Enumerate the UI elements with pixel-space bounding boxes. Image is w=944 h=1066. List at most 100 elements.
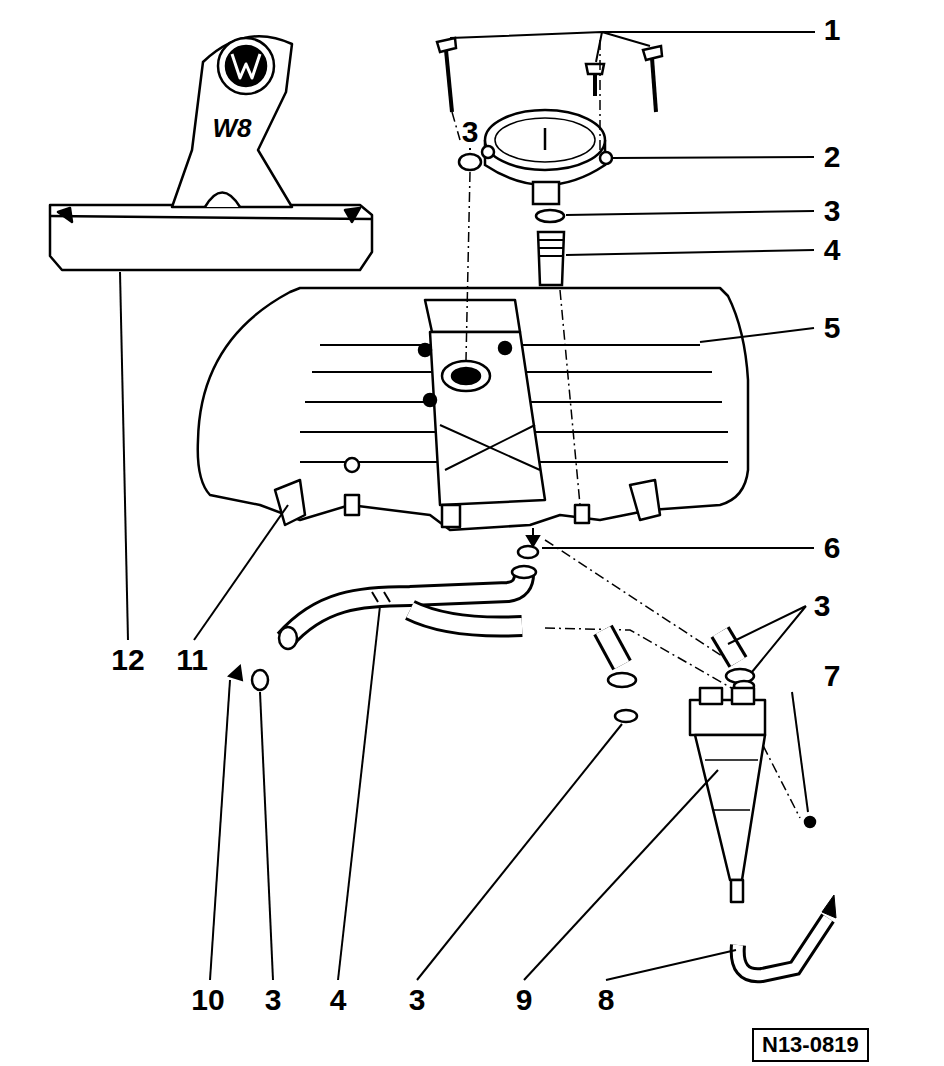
hoses-shape xyxy=(410,610,522,627)
intake-manifold-shape xyxy=(499,342,511,354)
callout-number: 3 xyxy=(814,591,831,621)
intake-manifold-shape xyxy=(425,300,520,332)
leader-lines-shape xyxy=(700,328,814,342)
leader-lines-shape xyxy=(120,272,128,640)
bolts xyxy=(437,38,662,112)
centre-lines-shape xyxy=(599,40,601,150)
bolts-shape xyxy=(652,58,656,112)
bolts-shape xyxy=(446,50,452,112)
leader-lines-shape xyxy=(566,211,814,215)
callout-number: 1 xyxy=(824,15,841,45)
leader-lines-shape xyxy=(524,770,718,980)
seals-shape xyxy=(518,546,538,558)
leader-lines-shape xyxy=(792,692,808,812)
leader-lines-shape xyxy=(338,606,380,980)
separator-part-shape xyxy=(695,735,765,880)
bolts-shape xyxy=(593,74,597,96)
leader-lines-shape xyxy=(469,148,471,150)
callout-number: 4 xyxy=(824,235,841,265)
throttle-part-shape xyxy=(538,232,564,285)
callout-number: 6 xyxy=(824,533,841,563)
throttle-part-shape xyxy=(485,110,605,170)
intake-manifold xyxy=(198,288,748,530)
leader-lines-shape xyxy=(194,505,288,640)
throttle-part-shape xyxy=(544,128,547,150)
leader-lines-shape xyxy=(612,157,814,158)
callout-number: 10 xyxy=(191,985,224,1015)
cover-part xyxy=(50,36,372,270)
callout-number: 12 xyxy=(111,645,144,675)
hoses-shape xyxy=(603,630,622,665)
separator-part-shape xyxy=(731,880,743,902)
throttle-part-shape xyxy=(482,146,494,158)
throttle-part xyxy=(459,110,612,285)
bolts-shape xyxy=(586,64,604,74)
leader-lines xyxy=(120,32,815,980)
hoses-shape xyxy=(603,630,622,665)
callout-number: 11 xyxy=(176,645,208,675)
hoses xyxy=(279,566,836,975)
leader-lines-shape xyxy=(417,724,622,980)
leader-lines-shape xyxy=(210,680,230,980)
figure-number: N13-0819 xyxy=(762,1034,859,1056)
hoses-shape xyxy=(372,592,390,602)
intake-manifold-shape xyxy=(198,288,748,530)
cover-part-shape xyxy=(205,193,240,208)
throttle-part-shape xyxy=(533,182,559,204)
arrows-shape xyxy=(229,666,242,680)
hoses-shape xyxy=(720,632,738,662)
centre-lines-shape xyxy=(560,290,580,505)
intake-manifold-shape xyxy=(345,458,359,472)
cover-part-shape xyxy=(50,216,372,219)
separator-part-shape xyxy=(705,760,758,810)
seals xyxy=(252,546,754,722)
seals-shape xyxy=(608,673,636,687)
centre-lines-shape xyxy=(452,112,460,140)
seals-shape xyxy=(252,670,268,690)
callout-number: 3 xyxy=(265,985,282,1015)
intake-manifold-shape xyxy=(442,361,490,391)
leader-lines-shape xyxy=(542,547,814,549)
separator-part-shape xyxy=(805,817,815,827)
arrows-shape xyxy=(527,536,539,546)
intake-manifold-shape xyxy=(440,425,540,470)
separator-part-shape xyxy=(732,688,754,704)
callout-number: 2 xyxy=(824,142,841,172)
leader-lines-shape xyxy=(566,250,814,255)
callout-number: 3 xyxy=(409,985,426,1015)
intake-manifold-shape xyxy=(345,495,359,515)
bolts-shape xyxy=(643,46,662,60)
intake-manifold-shape xyxy=(442,505,460,527)
throttle-part-shape xyxy=(600,152,612,164)
intake-manifold-shape xyxy=(430,332,545,505)
cover-part-shape xyxy=(232,54,260,78)
cover-part-shape xyxy=(226,46,266,86)
cover-part-shape xyxy=(58,208,360,222)
figure-number-box: N13-0819 xyxy=(752,1028,869,1062)
leader-lines-shape xyxy=(606,950,736,980)
arrows xyxy=(229,528,539,680)
throttle-part-shape xyxy=(536,210,564,222)
intake-manifold-shape xyxy=(630,480,660,520)
callout-number: 8 xyxy=(598,985,615,1015)
cover-part-shape xyxy=(172,36,292,207)
hoses-shape xyxy=(512,566,536,578)
separator-part xyxy=(690,688,815,902)
callout-number: 3 xyxy=(462,117,479,147)
leader-lines-shape xyxy=(602,31,815,33)
hoses-shape xyxy=(738,918,828,975)
centre-lines-shape xyxy=(545,628,735,690)
throttle-part-shape xyxy=(495,118,595,162)
throttle-part-shape xyxy=(459,154,481,170)
callout-number: 4 xyxy=(330,985,347,1015)
centre-lines-shape xyxy=(545,540,728,660)
intake-manifold-shape xyxy=(424,394,436,406)
hoses-shape xyxy=(720,632,738,662)
callout-number: 5 xyxy=(824,313,841,343)
emblem-text: W8 xyxy=(213,115,252,141)
hoses-shape xyxy=(410,610,522,627)
separator-part-shape xyxy=(700,688,722,704)
cover-part-shape xyxy=(50,205,372,270)
